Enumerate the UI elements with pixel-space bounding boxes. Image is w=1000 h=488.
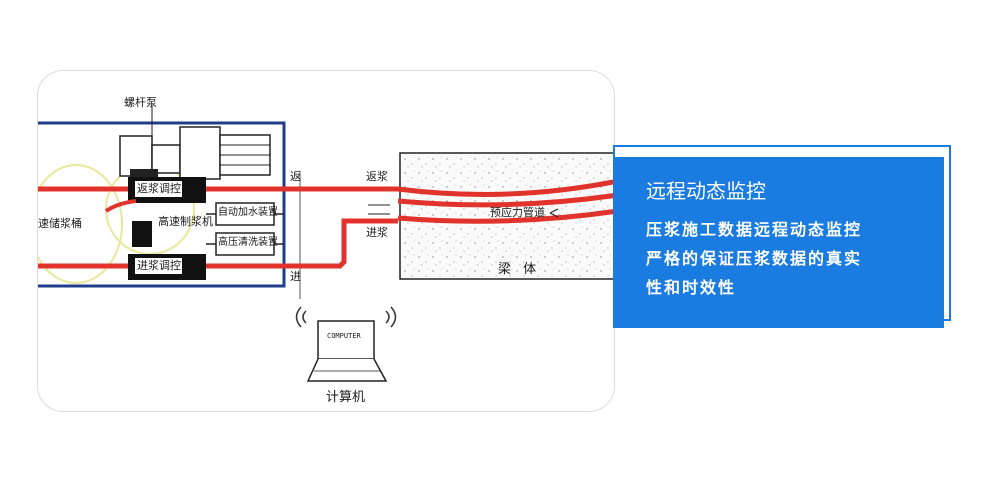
- info-line-3: 性和时效性: [646, 278, 737, 297]
- hp-cleaning-label: 高压清洗装置: [218, 237, 278, 248]
- screw-pump-body: [151, 144, 181, 174]
- computer-label: 计算机: [326, 390, 366, 405]
- return-right-label: 返浆: [366, 170, 388, 183]
- inlet-left-label: 进: [290, 270, 301, 283]
- return-control-label: 返浆调控: [137, 182, 181, 195]
- screw-pump-motor: [179, 126, 221, 180]
- diagram-card: 螺杆泵 返浆调控 进浆调控 高速制浆机 自动加水装置 高压清洗装置 速储浆桶 返…: [37, 70, 615, 412]
- info-title: 远程动态监控: [646, 179, 766, 203]
- return-pipe: [38, 179, 614, 197]
- computer-screen-label: COMPUTER: [327, 332, 361, 340]
- tank-circle: [38, 164, 123, 284]
- wifi-right-icon: [385, 306, 397, 328]
- mixer-block: [132, 221, 152, 247]
- return-left-label: 返: [290, 170, 301, 183]
- beam-label: 梁 体: [498, 262, 541, 277]
- grouting-system-diagram: [38, 105, 614, 382]
- screw-pump-label: 螺杆泵: [124, 96, 157, 109]
- inlet-control-label: 进浆调控: [137, 259, 181, 272]
- duct-inlet: [397, 209, 614, 224]
- wifi-left-icon: [295, 306, 307, 328]
- storage-tank-label: 速储浆桶: [38, 217, 82, 230]
- duct-label: 预应力管道: [490, 206, 545, 219]
- info-line-1: 压浆施工数据远程动态监控: [646, 220, 863, 239]
- inlet-pipe: [38, 218, 398, 269]
- equipment-frame: [38, 121, 286, 288]
- duct-return: [397, 193, 614, 208]
- auto-water-label: 自动加水装置: [218, 207, 278, 218]
- inlet-right-label: 进浆: [366, 226, 388, 239]
- computer-icon: [306, 320, 388, 382]
- info-line-2: 严格的保证压浆数据的真实: [646, 249, 863, 268]
- info-panel: 远程动态监控 压浆施工数据远程动态监控 严格的保证压浆数据的真实 性和时效性: [613, 157, 944, 328]
- mixer-label: 高速制浆机: [158, 215, 213, 228]
